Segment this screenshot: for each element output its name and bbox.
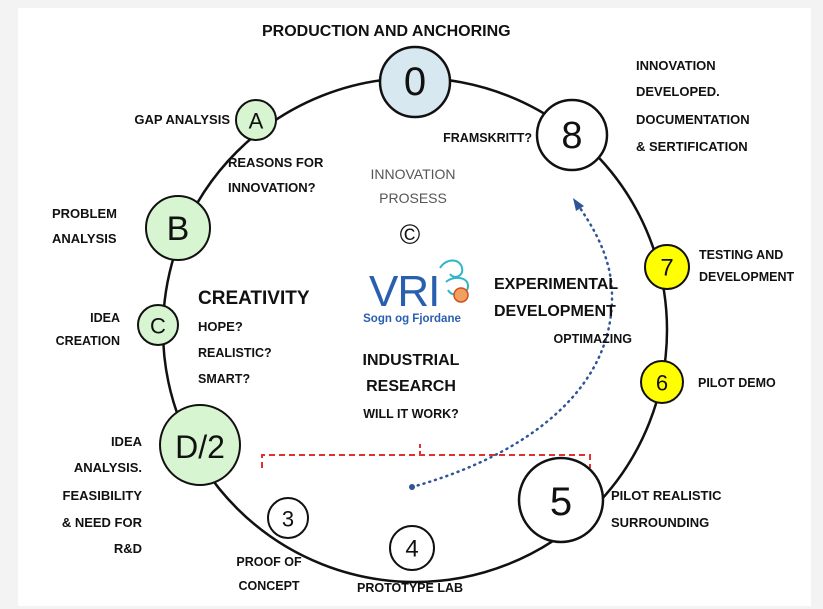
node-5[interactable]: 5 bbox=[517, 456, 605, 544]
node-0[interactable]: 0 bbox=[378, 45, 452, 119]
vri-logo-region: Sogn og Fjordane bbox=[363, 313, 461, 325]
label-surrounding: SURROUNDING bbox=[611, 515, 709, 530]
node-7[interactable]: 7 bbox=[644, 244, 690, 290]
label-development: DEVELOPMENT bbox=[494, 303, 616, 320]
node-8-circle bbox=[535, 98, 609, 172]
node-6-label: 6 bbox=[656, 371, 668, 396]
label-hope: HOPE? bbox=[198, 319, 243, 334]
label-reasons-for: REASONS FOR bbox=[228, 155, 324, 170]
title-production-anchoring: PRODUCTION AND ANCHORING bbox=[262, 23, 511, 40]
label-sertification: & SERTIFICATION bbox=[636, 139, 748, 154]
node-c-circle bbox=[137, 304, 179, 346]
node-6-circle bbox=[640, 360, 684, 404]
label-idea-creation: CREATION bbox=[56, 334, 120, 348]
label-innovation-question: INNOVATION? bbox=[228, 180, 316, 195]
label-innovation-prosess-1: INNOVATION bbox=[370, 166, 455, 182]
label-concept: CONCEPT bbox=[238, 579, 299, 593]
label-prototype-lab: PROTOTYPE LAB bbox=[357, 581, 463, 595]
label-ideaan-4: & NEED FOR bbox=[62, 515, 143, 530]
label-testing: TESTING AND bbox=[699, 248, 783, 262]
copyright-symbol: © bbox=[400, 219, 421, 250]
node-7-label: 7 bbox=[660, 255, 673, 282]
node-6[interactable]: 6 bbox=[640, 360, 684, 404]
node-0-circle bbox=[378, 45, 452, 119]
research-bracket bbox=[261, 442, 591, 468]
node-b-label: B bbox=[167, 210, 190, 248]
label-will-it-work: WILL IT WORK? bbox=[363, 407, 459, 421]
label-ideaan-1: IDEA bbox=[111, 434, 143, 449]
label-problem-analysis: ANALYSIS bbox=[52, 231, 117, 246]
node-3-label: 3 bbox=[282, 507, 294, 532]
label-testing-development: DEVELOPMENT bbox=[699, 270, 795, 284]
label-realistic: REALISTIC? bbox=[198, 346, 272, 360]
vri-logo-text: VRI bbox=[369, 267, 439, 316]
node-b[interactable]: B bbox=[145, 195, 211, 261]
node-4-label: 4 bbox=[405, 536, 418, 563]
node-d2-circle bbox=[159, 404, 241, 486]
node-a-label: A bbox=[249, 109, 264, 134]
label-documentation: DOCUMENTATION bbox=[636, 112, 750, 127]
node-c[interactable]: C bbox=[137, 304, 179, 346]
node-5-label: 5 bbox=[550, 480, 572, 524]
node-7-circle bbox=[644, 244, 690, 290]
development-arrow bbox=[409, 198, 614, 490]
label-innovation-developed-1: INNOVATION bbox=[636, 58, 716, 73]
label-research: RESEARCH bbox=[366, 378, 456, 395]
node-3-circle bbox=[267, 497, 309, 539]
label-innovation-prosess-2: PROSESS bbox=[379, 190, 447, 206]
node-8[interactable]: 8 bbox=[535, 98, 609, 172]
label-pilot-realistic: PILOT REALISTIC bbox=[611, 488, 722, 503]
node-a-circle bbox=[235, 99, 277, 141]
label-pilot-demo: PILOT DEMO bbox=[698, 376, 776, 390]
label-framskritt: FRAMSKRITT? bbox=[443, 131, 532, 145]
label-creativity: CREATIVITY bbox=[198, 288, 310, 309]
label-innovation-developed-2: DEVELOPED. bbox=[636, 84, 720, 99]
vri-logo-mark bbox=[439, 259, 470, 303]
label-problem: PROBLEM bbox=[52, 206, 117, 221]
node-5-circle bbox=[517, 456, 605, 544]
label-ideaan-3: FEASIBILITY bbox=[63, 488, 143, 503]
label-experimental: EXPERIMENTAL bbox=[494, 276, 618, 293]
label-industrial: INDUSTRIAL bbox=[363, 352, 460, 369]
node-3[interactable]: 3 bbox=[267, 497, 309, 539]
node-c-label: C bbox=[150, 314, 166, 339]
label-idea: IDEA bbox=[90, 311, 120, 325]
node-8-label: 8 bbox=[561, 115, 582, 157]
node-d2-label: D/2 bbox=[175, 429, 225, 465]
label-smart: SMART? bbox=[198, 372, 250, 386]
label-ideaan-5: R&D bbox=[114, 541, 142, 556]
vri-logo: VRI Sogn og Fjordane bbox=[363, 259, 470, 325]
label-gap-analysis: GAP ANALYSIS bbox=[134, 112, 230, 127]
node-a[interactable]: A bbox=[235, 99, 277, 141]
label-ideaan-2: ANALYSIS. bbox=[74, 460, 142, 475]
node-d2[interactable]: D/2 bbox=[159, 404, 241, 486]
label-proof-of: PROOF OF bbox=[236, 555, 302, 569]
node-b-circle bbox=[145, 195, 211, 261]
label-optimazing: OPTIMAZING bbox=[554, 332, 632, 346]
node-4-circle bbox=[389, 525, 435, 571]
node-0-label: 0 bbox=[404, 60, 426, 104]
node-4[interactable]: 4 bbox=[389, 525, 435, 571]
